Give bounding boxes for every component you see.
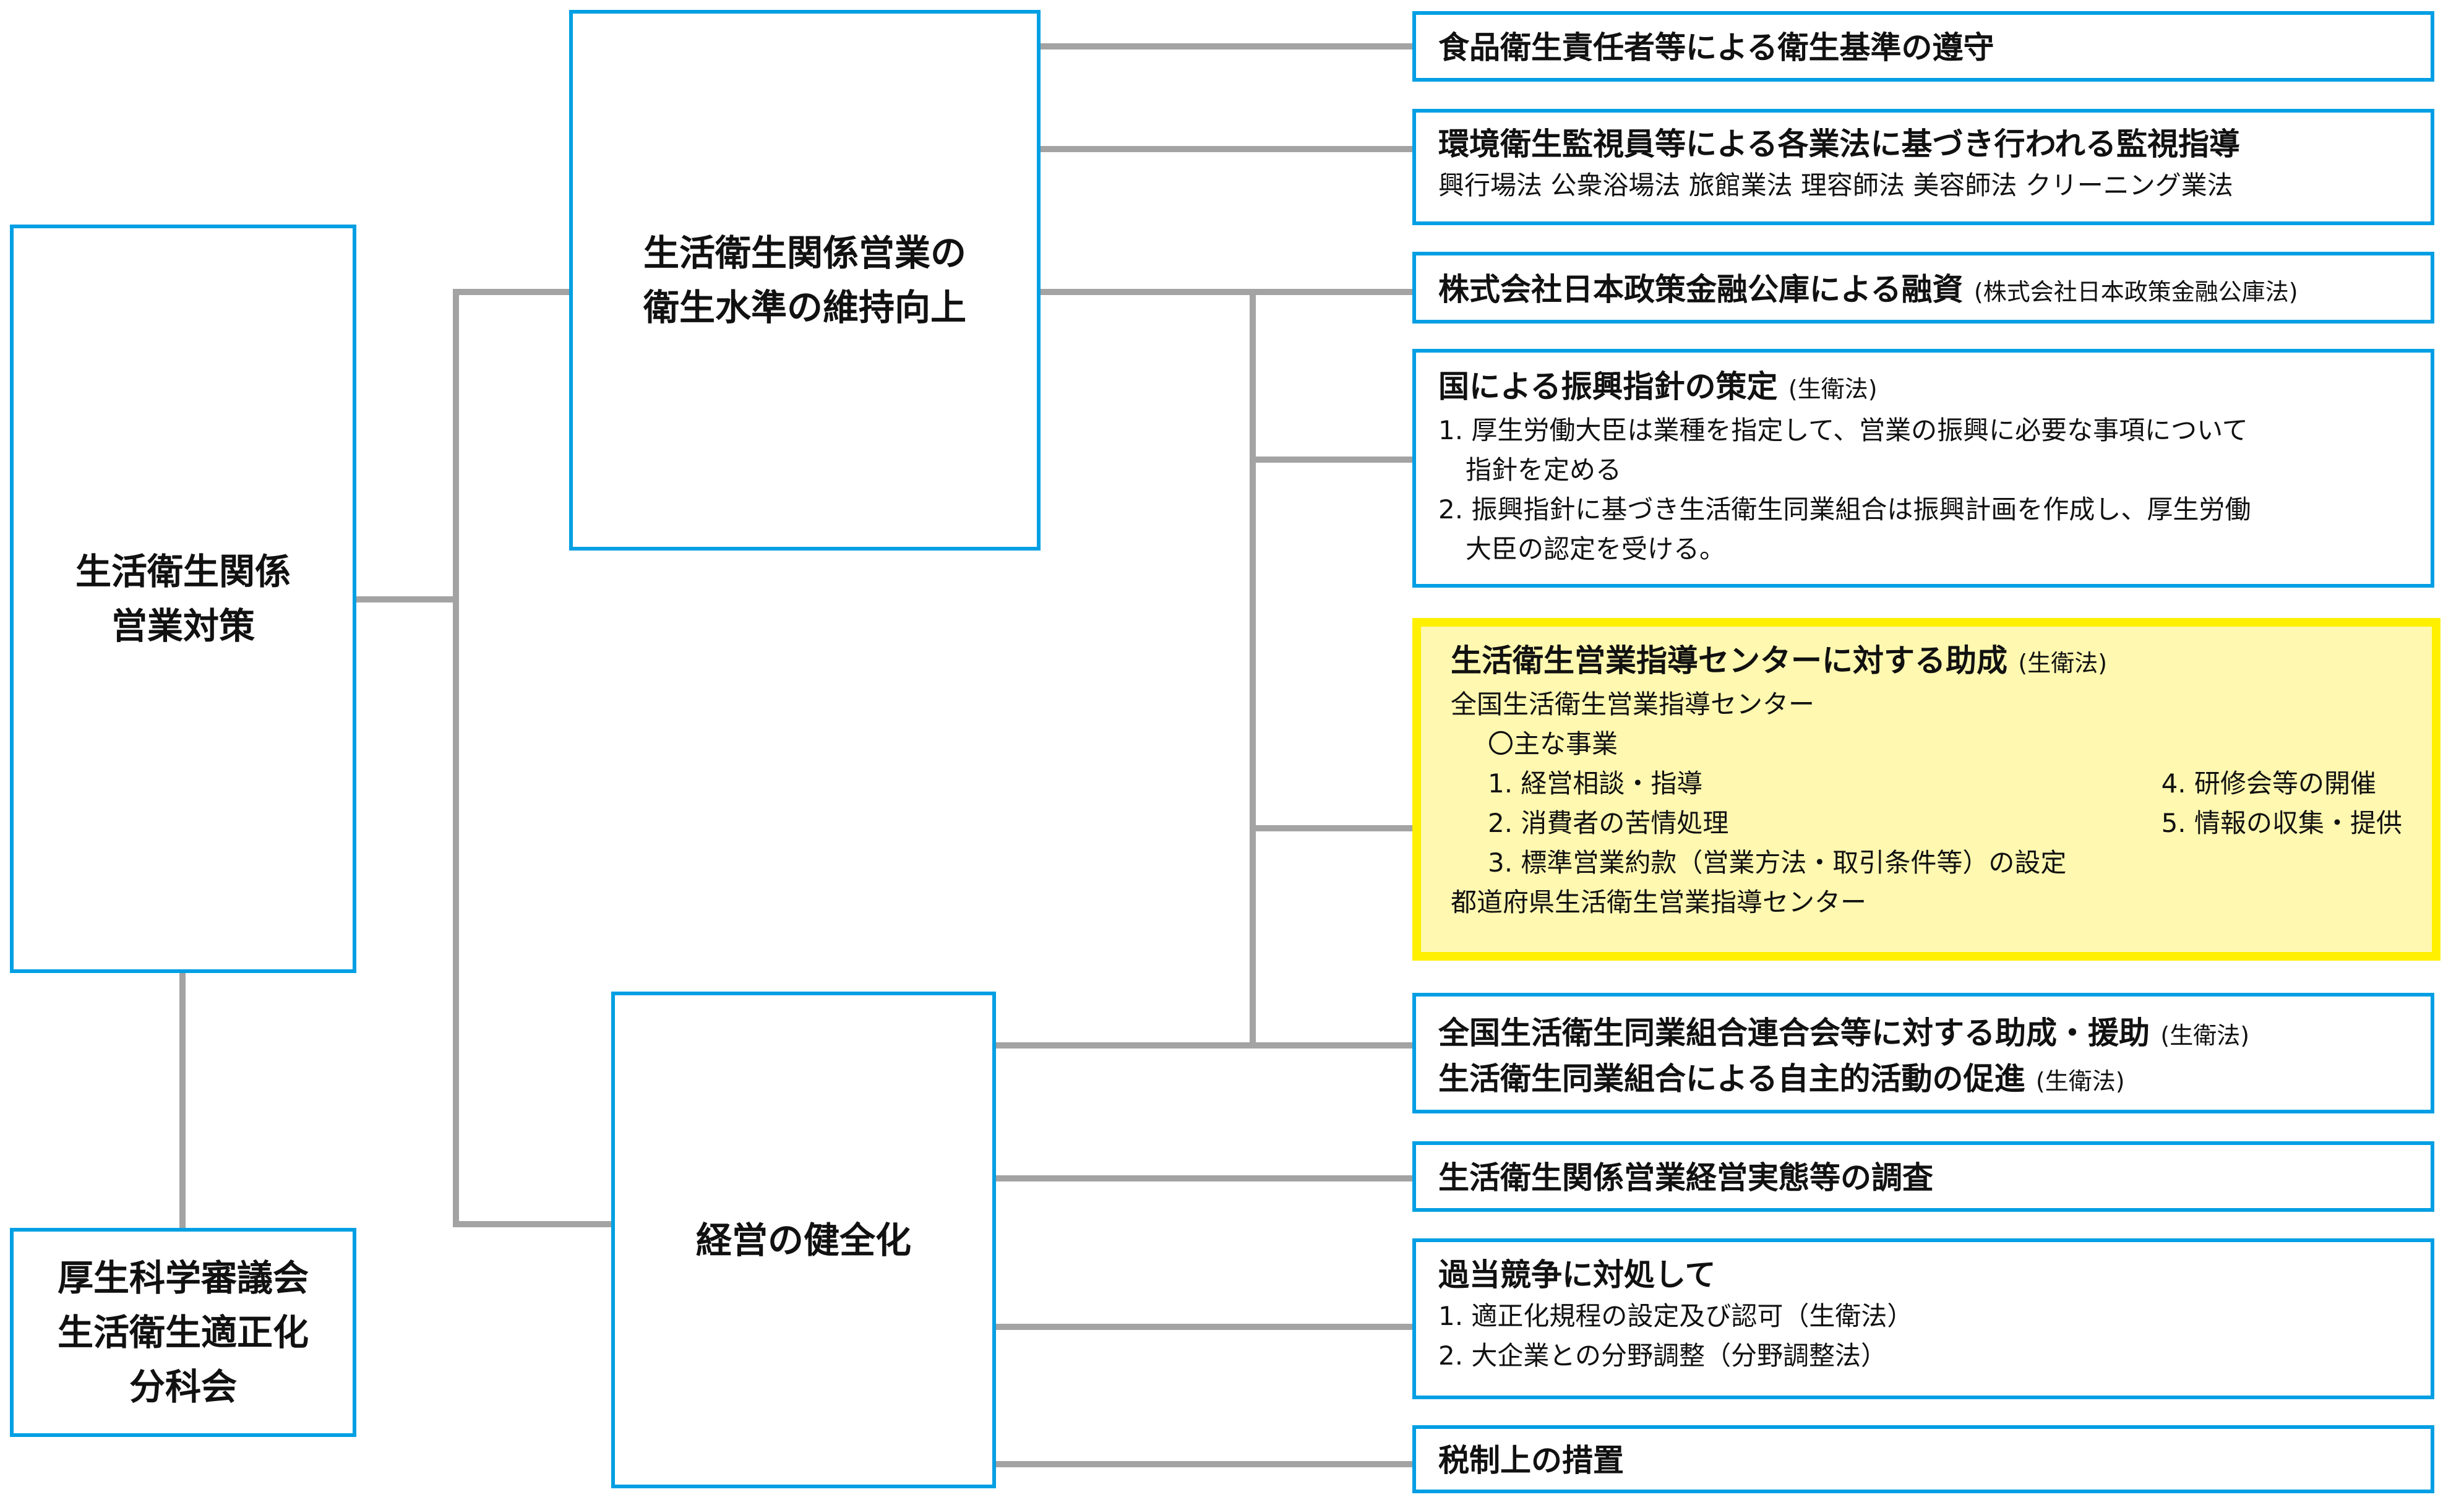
tax-title: 税制上の措置 [1438,1443,1624,1478]
competition-box: 過当競争に対処して 1. 適正化規程の設定及び認可（生衛法） 2. 大企業との分… [1412,1238,2434,1399]
unions-note-2: (生衛法) [2035,1068,2125,1095]
root-node: 生活衛生関係営業対策 [10,225,356,973]
promotion-note: (生衛法) [1788,375,1878,403]
center-business-5: 5. 情報の収集・提供 [2161,808,2402,838]
unions-title-2: 生活衛生同業組合による自主的活動の促進 [1438,1061,2025,1097]
hygiene-label-2: 衛生水準の維持向上 [643,286,966,328]
promotion-item1b: 指針を定める [1466,455,1622,485]
center-business-3: 3. 標準営業約款（営業方法・取引条件等）の設定 [1488,847,2067,878]
connector-left-trunk [453,289,459,1227]
management-branch-node: 経営の健全化 [611,992,996,1488]
center-business-1: 1. 経営相談・指導 [1488,768,1703,799]
connector-promotion [1250,457,1415,463]
survey-title: 生活衛生関係営業経営実態等の調査 [1438,1160,1933,1196]
connector-root-out [354,596,458,602]
connector-right-trunk [1250,289,1256,1048]
competition-item1: 1. 適正化規程の設定及び認可（生衛法） [1438,1301,1913,1331]
food-hygiene-box: 食品衛生責任者等による衛生基準の遵守 [1412,11,2434,82]
food-hygiene-title: 食品衛生責任者等による衛生基準の遵守 [1438,30,1994,66]
center-prefectural: 都道府県生活衛生営業指導センター [1451,887,1867,917]
competition-item2: 2. 大企業との分野調整（分野調整法） [1438,1340,1887,1371]
connector-council [179,971,186,1230]
promotion-item2b: 大臣の認定を受ける。 [1466,534,1726,564]
hygiene-branch-node: 生活衛生関係営業の衛生水準の維持向上 [569,10,1041,551]
finance-title: 株式会社日本政策金融公庫による融資 [1438,272,1964,307]
connector-unions [995,1042,1415,1048]
promotion-box: 国による振興指針の策定 (生衛法) 1. 厚生労働大臣は業種を指定して、営業の振… [1412,349,2434,588]
center-business-2: 2. 消費者の苦情処理 [1488,808,1729,838]
guidance-center-box: 生活衛生営業指導センターに対する助成 (生衛法) 全国生活衛生営業指導センター … [1412,618,2440,961]
survey-box: 生活衛生関係営業経営実態等の調査 [1412,1141,2434,1212]
connector-env [1039,146,1415,152]
connector-to-hygiene [453,289,570,295]
center-title: 生活衛生営業指導センターに対する助成 [1451,643,2007,679]
council-label-2: 生活衛生適正化 [57,1311,309,1353]
connector-to-management [453,1221,612,1227]
center-national: 全国生活衛生営業指導センター [1451,689,1815,719]
connector-survey [995,1175,1415,1181]
env-monitoring-laws: 興行場法 公衆浴場法 旅館業法 理容師法 美容師法 クリーニング業法 [1438,170,2233,200]
root-label-1: 生活衛生関係 [75,551,291,593]
finance-box: 株式会社日本政策金融公庫による融資 (株式会社日本政策金融公庫法) [1412,252,2434,324]
unions-box: 全国生活衛生同業組合連合会等に対する助成・援助 (生衛法) 生活衛生同業組合によ… [1412,993,2434,1113]
env-monitoring-box: 環境衛生監視員等による各業法に基づき行われる監視指導 興行場法 公衆浴場法 旅館… [1412,109,2434,225]
connector-center [1250,825,1415,831]
root-label-2: 営業対策 [111,605,255,647]
connector-tax [995,1461,1415,1467]
connector-competition [995,1324,1415,1330]
center-business-4: 4. 研修会等の開催 [2161,768,2376,799]
center-note: (生衛法) [2018,650,2108,677]
connector-food [1039,43,1415,49]
unions-note-1: (生衛法) [2160,1022,2250,1049]
management-label: 経営の健全化 [695,1219,911,1261]
council-label-1: 厚生科学審議会 [57,1257,309,1299]
tax-box: 税制上の措置 [1412,1425,2434,1493]
env-monitoring-title: 環境衛生監視員等による各業法に基づき行われる監視指導 [1438,126,2240,162]
promotion-title: 国による振興指針の策定 [1438,369,1778,405]
center-main-business: 〇主な事業 [1488,729,1618,759]
hygiene-label-1: 生活衛生関係営業の [643,232,966,274]
connector-finance [1039,289,1415,295]
council-label-3: 分科会 [129,1366,237,1408]
finance-note: (株式会社日本政策金融公庫法) [1973,278,2298,306]
council-node: 厚生科学審議会生活衛生適正化分科会 [10,1228,356,1437]
competition-title: 過当競争に対処して [1438,1257,1716,1293]
unions-title-1: 全国生活衛生同業組合連合会等に対する助成・援助 [1438,1015,2150,1051]
promotion-item2a: 2. 振興指針に基づき生活衛生同業組合は振興計画を作成し、厚生労働 [1438,494,2251,525]
promotion-item1a: 1. 厚生労働大臣は業種を指定して、営業の振興に必要な事項について [1438,415,2248,445]
